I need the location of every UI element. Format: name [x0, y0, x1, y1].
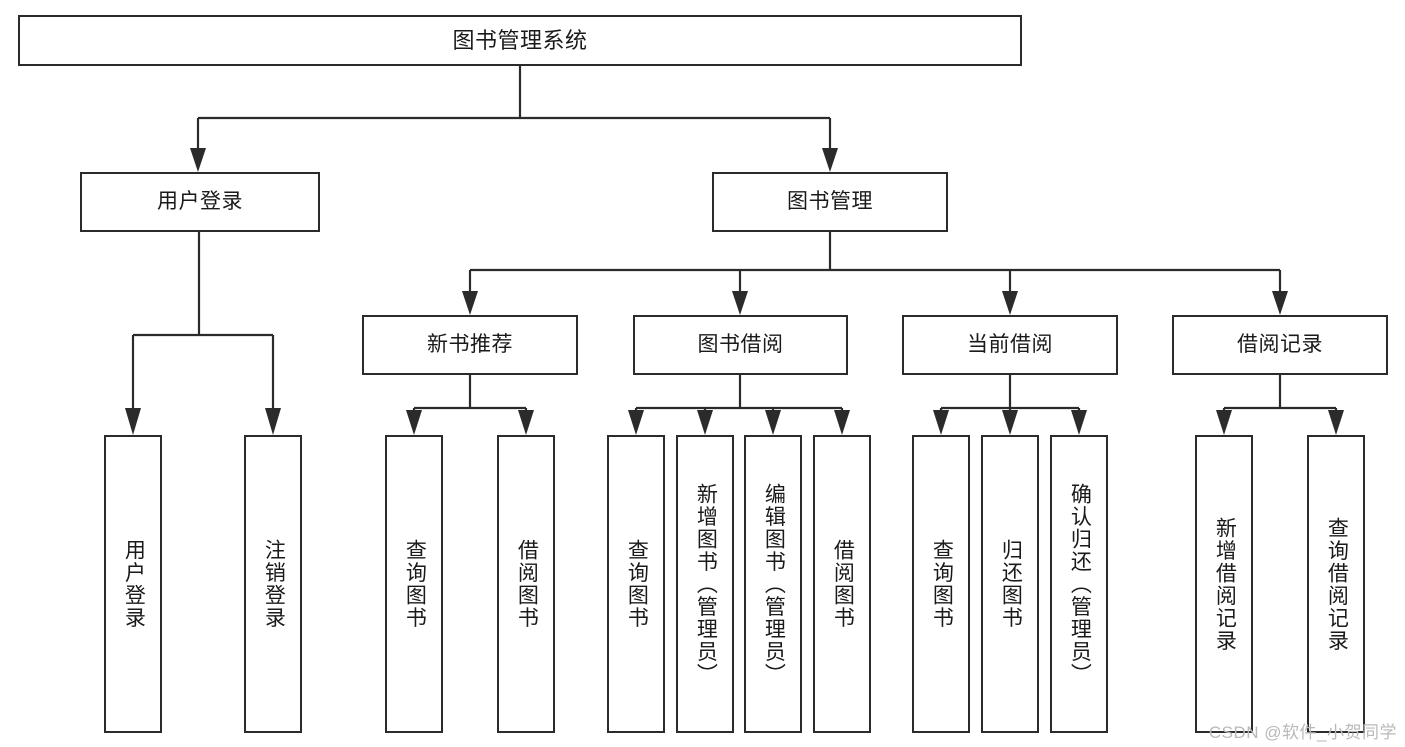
leaf-currentborrow-confirm-return[interactable]: 确认归还（管理员）	[1050, 435, 1108, 733]
node-label: 用户登录	[157, 189, 243, 213]
watermark-text: CSDN @软件_小贺同学	[1208, 723, 1397, 742]
node-borrow-record[interactable]: 借阅记录	[1172, 315, 1388, 375]
node-label: 注销登录	[262, 539, 286, 629]
node-label: 查询图书	[625, 539, 649, 629]
node-label: 当前借阅	[967, 332, 1053, 356]
arrow-borrowrecord	[1272, 291, 1288, 315]
arrow-borrowrecord-leaf-2	[1328, 410, 1344, 435]
node-label: 新增借阅记录	[1213, 516, 1237, 652]
arrow-bookborrow-leaf-4	[834, 410, 850, 435]
leaf-bookborrow-query-book[interactable]: 查询图书	[607, 435, 665, 733]
arrow-currentborrow-leaf-1	[933, 410, 949, 435]
node-current-borrow[interactable]: 当前借阅	[902, 315, 1118, 375]
node-label: 图书管理系统	[452, 27, 588, 53]
arrow-currentborrow	[1002, 291, 1018, 315]
node-label: 新书推荐	[427, 332, 513, 356]
node-book-borrow[interactable]: 图书借阅	[633, 315, 848, 375]
arrow-borrowrecord-leaf-1	[1216, 410, 1232, 435]
node-book-management[interactable]: 图书管理	[712, 172, 948, 232]
arrow-bookborrow-leaf-2	[697, 410, 713, 435]
arrow-bookborrow-leaf-1	[628, 410, 644, 435]
node-label: 图书借阅	[697, 332, 784, 356]
leaf-borrowrecord-add-record[interactable]: 新增借阅记录	[1195, 435, 1253, 733]
node-label: 借阅记录	[1237, 332, 1323, 356]
arrow-book-manage	[822, 148, 838, 172]
node-label: 确认归还（管理员）	[1068, 482, 1092, 686]
leaf-borrowrecord-query-record[interactable]: 查询借阅记录	[1307, 435, 1365, 733]
node-label: 归还图书	[999, 539, 1023, 629]
leaf-newbook-borrow-book[interactable]: 借阅图书	[497, 435, 555, 733]
node-label: 查询图书	[930, 539, 954, 629]
arrow-userlogin-leaf-1	[125, 408, 141, 435]
node-label: 用户登录	[122, 539, 146, 629]
node-label: 借阅图书	[831, 539, 855, 629]
arrow-userlogin-leaf-2	[265, 408, 281, 435]
node-user-login[interactable]: 用户登录	[80, 172, 320, 232]
node-label: 新增图书（管理员）	[694, 482, 718, 686]
leaf-currentborrow-query-book[interactable]: 查询图书	[912, 435, 970, 733]
node-root-system[interactable]: 图书管理系统	[18, 15, 1022, 66]
arrow-currentborrow-leaf-3	[1071, 410, 1087, 435]
leaf-user-login[interactable]: 用户登录	[104, 435, 162, 733]
arrow-user-login	[190, 148, 206, 172]
node-label: 图书管理	[787, 189, 873, 213]
node-new-book-recommend[interactable]: 新书推荐	[362, 315, 578, 375]
arrow-newbook-leaf-1	[406, 410, 422, 435]
arrow-currentborrow-leaf-2	[1002, 410, 1018, 435]
arrow-newbook-leaf-2	[518, 410, 534, 435]
arrow-bookborrow	[732, 291, 748, 315]
leaf-currentborrow-return-book[interactable]: 归还图书	[981, 435, 1039, 733]
leaf-logout[interactable]: 注销登录	[244, 435, 302, 733]
arrow-bookborrow-leaf-3	[765, 410, 781, 435]
node-label: 查询图书	[403, 539, 427, 629]
leaf-bookborrow-edit-book[interactable]: 编辑图书（管理员）	[744, 435, 802, 733]
node-label: 借阅图书	[515, 539, 539, 629]
node-label: 编辑图书（管理员）	[762, 482, 786, 686]
leaf-bookborrow-borrow-book[interactable]: 借阅图书	[813, 435, 871, 733]
arrow-newbook	[462, 291, 478, 315]
node-label: 查询借阅记录	[1325, 516, 1349, 652]
leaf-newbook-query-book[interactable]: 查询图书	[385, 435, 443, 733]
leaf-bookborrow-add-book[interactable]: 新增图书（管理员）	[676, 435, 734, 733]
